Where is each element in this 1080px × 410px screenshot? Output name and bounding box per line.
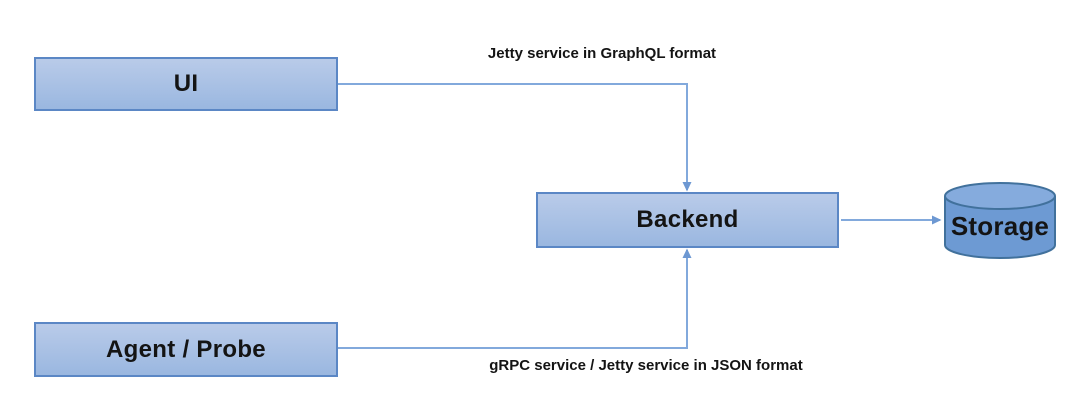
edge-label-graphql: Jetty service in GraphQL format xyxy=(487,45,717,62)
node-backend: Backend xyxy=(536,192,839,248)
node-agent-probe-label: Agent / Probe xyxy=(106,335,266,363)
node-ui-label: UI xyxy=(173,70,199,97)
database-cylinder-icon xyxy=(944,182,1056,259)
connector-ui-to-backend xyxy=(338,83,692,192)
node-storage-label: Storage xyxy=(950,211,1050,241)
connector-agent-to-backend xyxy=(338,248,692,349)
node-storage: Storage xyxy=(943,182,1057,260)
edge-label-grpc-json: gRPC service / Jetty service in JSON for… xyxy=(489,357,803,374)
node-backend-label: Backend xyxy=(636,206,739,233)
node-ui: UI xyxy=(34,57,338,111)
node-agent-probe: Agent / Probe xyxy=(34,322,338,377)
